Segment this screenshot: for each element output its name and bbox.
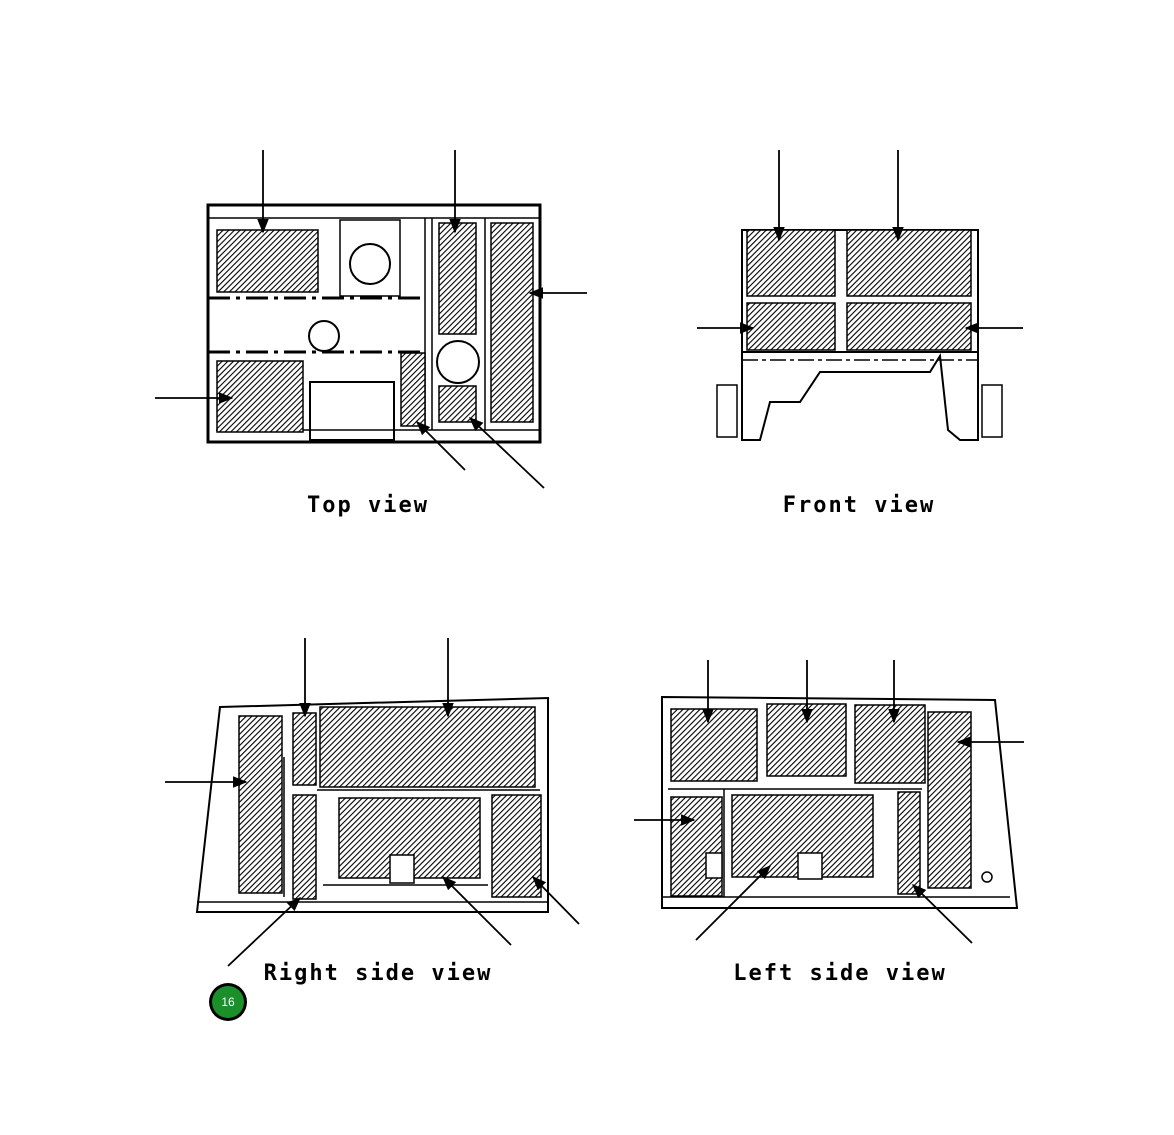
top-view (155, 150, 587, 489)
left-side-view (634, 660, 1024, 944)
left-side-view-caption: Left side view (733, 961, 946, 986)
front-view-caption: Front view (783, 493, 935, 518)
right-side-view-arrows (165, 638, 580, 967)
top-view-caption: Top view (307, 493, 429, 518)
page-number-badge-fill (212, 986, 244, 1018)
right-side-view-hatched-panels (238, 706, 542, 900)
page-number-badge: 16 (209, 983, 247, 1021)
left-side-view-arrows (634, 660, 1024, 944)
left-side-view-hatched-panels (670, 703, 972, 897)
front-view-hatched-panels (746, 229, 972, 351)
top-view-arrows (155, 150, 587, 489)
right-side-view (165, 638, 580, 967)
page-number-label: 16 (221, 995, 235, 1009)
front-view (697, 150, 1023, 441)
front-view-arrows (697, 150, 1023, 334)
top-view-hatched-panels (216, 222, 534, 433)
right-side-view-caption: Right side view (264, 961, 493, 986)
